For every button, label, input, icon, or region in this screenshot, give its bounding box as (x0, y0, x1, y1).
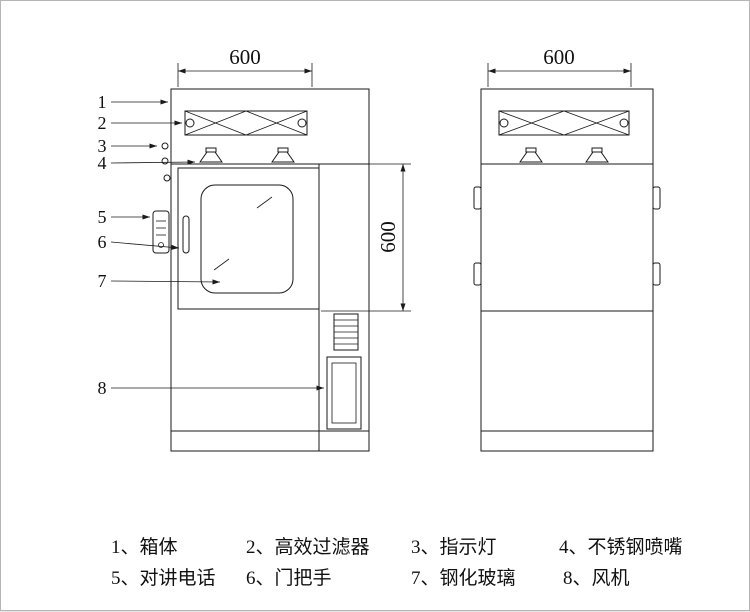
glass-mark (256, 196, 273, 209)
callout-7-number: 7 (98, 271, 107, 291)
callout-8: 8 (98, 378, 324, 398)
cabinet-outline (170, 88, 370, 452)
legend-item-7: 7、钢化玻璃 (411, 567, 516, 589)
duct-bellows (333, 313, 359, 351)
side-view (473, 88, 661, 452)
dim-chamber-height-value: 600 (376, 221, 400, 253)
cabinet-outline-side (480, 88, 654, 452)
callout-4-leader (110, 159, 196, 165)
callout-4: 4 (98, 153, 196, 173)
hepa-filter (184, 110, 308, 136)
callout-7-leader (110, 279, 221, 285)
callout-6-number: 6 (98, 232, 107, 252)
glass-mark (213, 258, 230, 271)
callout-1-number: 1 (98, 92, 107, 112)
legend-item-6: 6、门把手 (246, 567, 332, 589)
callout-6: 6 (98, 232, 180, 252)
callout-3-number: 3 (98, 136, 107, 156)
callout-5: 5 (98, 207, 150, 227)
callout-7: 7 (98, 271, 221, 291)
legend-item-4: 4、不锈钢喷嘴 (559, 536, 683, 558)
fan-unit (326, 356, 362, 430)
nozzles-front (199, 147, 295, 163)
dimension-side-depth: 600 (487, 45, 632, 87)
callout-8-number: 8 (98, 378, 107, 398)
callout-3: 3 (98, 136, 157, 156)
glass-window (200, 184, 294, 294)
indicator-lights (161, 142, 171, 182)
callout-5-number: 5 (98, 207, 107, 227)
callout-1: 1 (98, 92, 168, 112)
legend-item-2: 2、高效过滤器 (246, 536, 370, 558)
legend-item-5: 5、对讲电话 (111, 567, 216, 589)
callout-2: 2 (98, 113, 182, 133)
legend: 1、箱体 2、高效过滤器 3、指示灯 4、不锈钢喷嘴 5、对讲电话 6、门把手 … (111, 536, 683, 589)
dim-front-width-value: 600 (229, 45, 261, 69)
legend-item-3: 3、指示灯 (411, 536, 497, 558)
callout-4-number: 4 (98, 153, 107, 173)
intercom (152, 210, 170, 254)
callout-2-number: 2 (98, 113, 107, 133)
dimension-front-width: 600 (177, 45, 313, 87)
nozzles-side (519, 147, 609, 163)
dimension-chamber-height: 600 (321, 163, 411, 312)
legend-item-8: 8、风机 (563, 567, 630, 589)
door-handle (182, 215, 190, 254)
side-handles (473, 186, 661, 286)
door-frame (177, 167, 320, 310)
callout-6-leader (110, 241, 180, 250)
dim-side-depth-value: 600 (543, 45, 575, 69)
front-view (152, 88, 370, 452)
hepa-filter-side (498, 110, 630, 136)
callouts: 1 2 3 4 5 6 7 8 (98, 92, 324, 398)
legend-item-1: 1、箱体 (111, 536, 178, 558)
